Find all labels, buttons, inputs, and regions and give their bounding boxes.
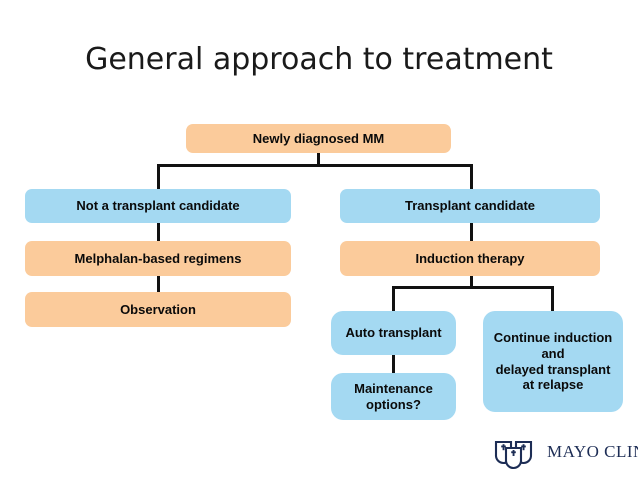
connector-to-right-branch xyxy=(470,164,473,189)
node-maintenance-options[interactable]: Maintenance options? xyxy=(331,373,456,420)
maintenance-line-2: options? xyxy=(366,396,421,412)
connector-induction-down xyxy=(470,275,473,288)
continue-induction-line-4: at relapse xyxy=(522,377,584,393)
mayo-clinic-wordmark: MAYO CLINIC xyxy=(547,442,638,461)
node-continue-induction-delayed-transplant[interactable]: Continue induction and delayed transplan… xyxy=(483,311,623,412)
connector-to-continue-induction xyxy=(551,286,554,311)
page-title: General approach to treatment xyxy=(85,42,553,77)
mayo-clinic-logo: MAYO CLINIC xyxy=(494,437,638,473)
connector-bottom-split-bar xyxy=(392,286,554,289)
connector-auto-to-maintenance xyxy=(392,355,395,373)
node-newly-diagnosed-mm[interactable]: Newly diagnosed MM xyxy=(186,124,451,153)
maintenance-line-1: Maintenance xyxy=(354,380,433,396)
connector-tc-to-induction xyxy=(470,222,473,241)
node-transplant-candidate[interactable]: Transplant candidate xyxy=(340,189,600,223)
continue-induction-line-3: delayed transplant xyxy=(495,361,611,377)
connector-to-left-branch xyxy=(157,164,160,189)
node-not-a-transplant-candidate[interactable]: Not a transplant candidate xyxy=(25,189,291,223)
mayo-shields-icon xyxy=(494,440,533,470)
node-auto-transplant[interactable]: Auto transplant xyxy=(331,311,456,355)
connector-mm-down xyxy=(317,152,320,167)
connector-top-split-bar xyxy=(157,164,473,167)
connector-to-auto-transplant xyxy=(392,286,395,311)
continue-induction-line-1: Continue induction xyxy=(493,329,613,345)
node-melphalan-based-regimens[interactable]: Melphalan-based regimens xyxy=(25,241,291,276)
node-induction-therapy[interactable]: Induction therapy xyxy=(340,241,600,276)
connector-nottc-to-melphalan xyxy=(157,222,160,241)
continue-induction-line-2: and xyxy=(541,345,565,361)
node-observation[interactable]: Observation xyxy=(25,292,291,327)
connector-melphalan-to-observation xyxy=(157,275,160,292)
